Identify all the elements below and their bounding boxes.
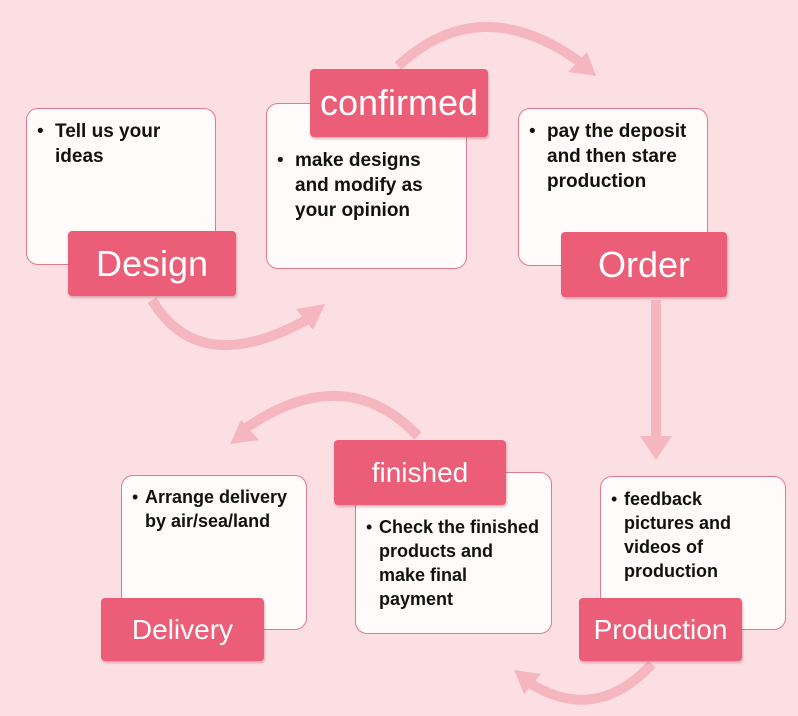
arrow-order-to-production-head xyxy=(640,436,672,460)
arrow-finished-to-delivery-head xyxy=(230,420,259,444)
arrow-order-to-production xyxy=(651,300,661,438)
step-text-finished: Check the finished products and make fin… xyxy=(366,515,541,611)
arrow-confirmed-to-order xyxy=(394,22,583,70)
step-label-delivery: Delivery xyxy=(101,598,264,661)
step-text-production: feedback pictures and videos of producti… xyxy=(611,487,775,583)
step-label-design: Design xyxy=(68,231,236,296)
arrow-production-to-finished xyxy=(525,660,656,705)
arrow-design-to-confirmed xyxy=(147,297,313,350)
arrow-finished-to-delivery xyxy=(243,390,422,440)
arrow-confirmed-to-order-head xyxy=(568,52,596,76)
step-label-confirmed: confirmed xyxy=(310,69,488,137)
step-label-finished: finished xyxy=(334,440,506,505)
step-text-confirmed: make designs and modify as your opinion xyxy=(277,148,456,223)
step-label-order: Order xyxy=(561,232,727,297)
arrow-production-to-finished-head xyxy=(514,670,541,694)
arrow-design-to-confirmed-head xyxy=(296,304,325,330)
step-text-order: pay the deposit and then stare productio… xyxy=(529,119,697,194)
step-text-delivery: Arrange delivery by air/sea/land xyxy=(132,485,296,533)
step-label-production: Production xyxy=(579,598,742,661)
step-text-design: Tell us your ideas xyxy=(37,119,205,169)
